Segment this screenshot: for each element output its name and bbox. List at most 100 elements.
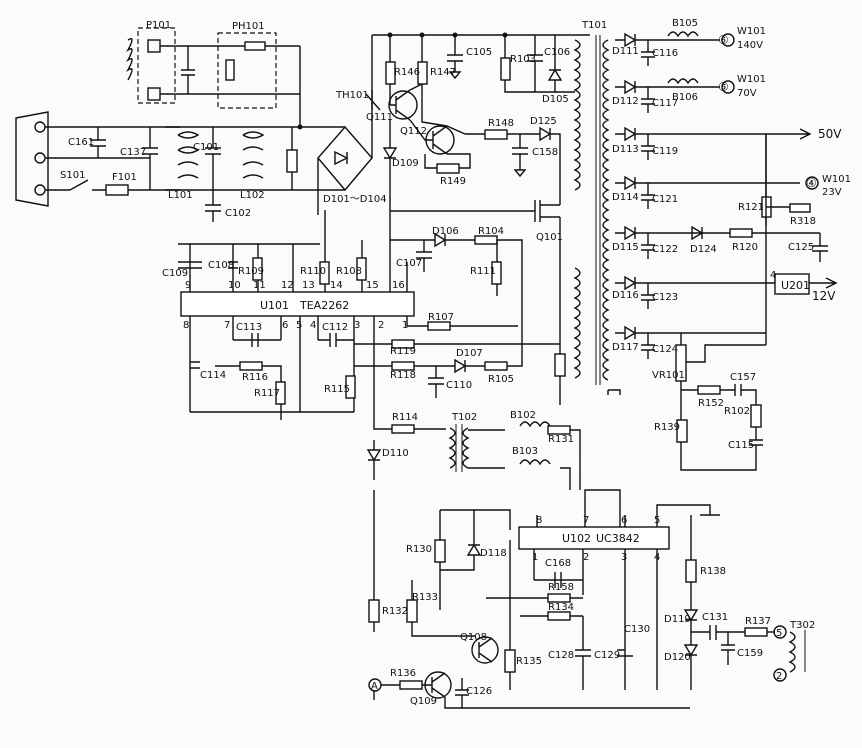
label-b105: B105 (672, 18, 698, 29)
r133-wire (373, 580, 475, 637)
capacitor-c128 (575, 616, 591, 690)
label-r116: R116 (242, 372, 268, 383)
u102-pin-label: 1 (532, 552, 538, 563)
capacitor-c102 (205, 190, 221, 222)
bridge-wire (300, 35, 373, 215)
u102-pin-label: 6 (621, 515, 627, 526)
label-c102: C102 (225, 208, 251, 219)
label-c161: C161 (68, 137, 94, 148)
label-c158: C158 (532, 147, 558, 158)
output-rail-12v (615, 225, 838, 309)
output-70v-value: 70V (737, 88, 757, 99)
transistor-q111 (388, 90, 418, 120)
label-r110: R110 (300, 266, 326, 277)
diode-d109 (382, 120, 398, 240)
resistor-r108 (356, 257, 367, 281)
r148-wire (446, 125, 530, 135)
diode-d118 (440, 543, 482, 571)
u101-bottom-leads (189, 316, 518, 412)
label-c106: C106 (544, 47, 570, 58)
u101-pin-label: 6 (282, 320, 288, 331)
degauss-capacitor (181, 46, 195, 94)
t101-secondary (602, 39, 610, 381)
label-r109: R109 (238, 266, 264, 277)
label-c108: C108 (208, 260, 234, 271)
bridge-diode-symbol (334, 150, 349, 166)
capacitor-c158 (512, 134, 528, 178)
output-12v-value: 12V (812, 289, 836, 303)
label-c107: C107 (396, 258, 422, 269)
u101-pin-label: 13 (302, 280, 315, 291)
label-r147: R147 (430, 67, 456, 78)
ic-u101 (180, 291, 415, 317)
capacitor-c105 (447, 35, 463, 80)
label-r117: R117 (254, 388, 280, 399)
label-c101: C101 (193, 142, 219, 153)
label-c110: C110 (446, 380, 472, 391)
u101-pin-label: 14 (330, 280, 343, 291)
r132-wire (373, 490, 441, 610)
bottom-ground (373, 690, 690, 709)
label-r134: R134 (548, 602, 574, 613)
u102-pin-label: 5 (654, 515, 660, 526)
diode-d125 (530, 126, 561, 185)
label-c130: C130 (624, 624, 650, 635)
u102-pin-label: 2 (583, 552, 589, 563)
capacitor-c108 (228, 261, 238, 269)
label-f101: F101 (112, 172, 137, 183)
degauss-coil (126, 38, 133, 81)
label-r138: R138 (700, 566, 726, 577)
diode-d110 (366, 440, 382, 480)
label-r136: R136 (390, 668, 416, 679)
capacitor-c112 (318, 333, 354, 347)
label-d118: D118 (480, 548, 507, 559)
label-r135: R135 (516, 656, 542, 667)
t302-winding (788, 631, 796, 673)
u101-pin-label: 5 (296, 320, 302, 331)
u101-pin-label: 15 (366, 280, 379, 291)
u101-supply-network (178, 243, 320, 269)
u201-name: U201 (781, 279, 810, 292)
output-140v-marker: ⑥ (718, 33, 729, 47)
u101-pin-label: 12 (281, 280, 294, 291)
bus-wire (389, 35, 423, 62)
resistor-r110 (319, 261, 330, 285)
label-c117: C117 (652, 98, 678, 109)
label-b106: B106 (672, 92, 698, 103)
ph101-resistor (244, 41, 266, 51)
label-r318: R318 (790, 216, 816, 227)
label-c116: C116 (652, 48, 678, 59)
label-p101: P101 (146, 20, 171, 31)
u101-type: TEA2262 (299, 299, 349, 312)
ac-inlet-socket (15, 111, 49, 207)
label-d111: D111 (612, 46, 639, 57)
u102-bottom-leads (533, 549, 658, 690)
input-wire (128, 158, 151, 191)
label-c126: C126 (466, 686, 492, 697)
u102-top-leads (536, 489, 711, 527)
label-c137: C137 (120, 147, 146, 158)
output-70v-name: W101 (737, 74, 766, 85)
t302-pin2-label: 2 (776, 671, 782, 682)
label-vr101: VR101 (652, 370, 685, 381)
label-q111: Q111 (366, 112, 393, 123)
t102-core (455, 424, 463, 472)
label-b103: B103 (512, 446, 538, 457)
label-r115: R115 (324, 384, 350, 395)
diode-d105 (547, 35, 575, 93)
output-140v-name: W101 (737, 26, 766, 37)
label-d109: D109 (392, 158, 419, 169)
capacitor-c110 (428, 366, 444, 398)
label-c115: C115 (728, 440, 754, 451)
u101-pin-label: 4 (310, 320, 316, 331)
degauss-wire (160, 45, 301, 127)
label-d101: D101～D104 (323, 194, 387, 205)
label-r107: R107 (428, 312, 454, 323)
label-c168: C168 (545, 558, 571, 569)
output-23v-name: W101 (822, 174, 851, 185)
label-d106: D106 (432, 226, 459, 237)
junction (387, 32, 393, 38)
label-c119: C119 (652, 146, 678, 157)
